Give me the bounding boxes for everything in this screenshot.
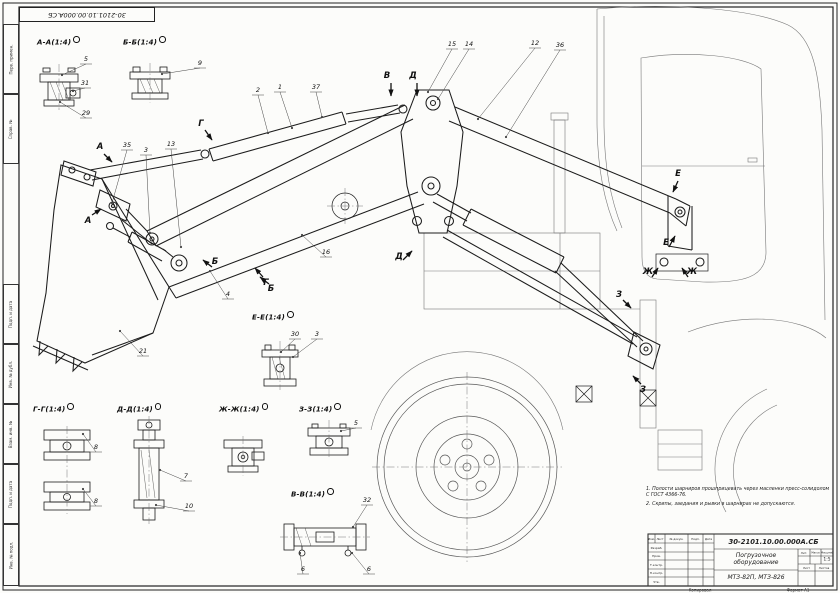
note-line: 2. Скрипы, заедания и рывки в шарнирах н…: [646, 501, 796, 507]
titleblock-col-podp: Подп.: [691, 536, 700, 541]
note-line: 1. Полости шарниров прошприцевать через …: [646, 487, 830, 499]
copied-label: Копировал: [688, 587, 712, 592]
frame-column-cell: Перв. примен.: [3, 24, 19, 94]
frame-column-cell: Подп. и дата: [3, 284, 19, 344]
titleblock-designation: 30-2101.10.00.000А.СБ: [728, 537, 819, 546]
titleblock-name: Погрузочное оборудование: [733, 552, 779, 566]
titleblock-col-data: Дата: [704, 536, 713, 541]
titleblock-scale-value: 1:5: [823, 557, 831, 563]
format-label: Формат А1: [786, 587, 810, 592]
titleblock-row-tkontr: Т.контр.: [649, 562, 664, 567]
titleblock-row-utv: Утв.: [653, 579, 660, 584]
titleblock-row-prov: Пров.: [652, 554, 661, 558]
titleblock-col-list: Лист: [656, 536, 664, 541]
titleblock-row-nkontr: Н.контр.: [649, 571, 664, 575]
frame-column-cell: Инв. № дубл.: [3, 344, 19, 404]
corner-designation-text: 30-2101.10.00.000А.СБ: [48, 10, 126, 19]
titleblock-model: МТЗ-82П, МТЗ-826: [727, 573, 785, 581]
section-views: [39, 66, 367, 557]
frame-column-cell: Подп. и дата: [3, 464, 19, 524]
frame-column-cell: Взам. инв. №: [3, 404, 19, 464]
corner-designation-box: 30-2101.10.00.000А.СБ: [19, 7, 155, 22]
titleblock-lit-label: Лит.: [800, 550, 808, 555]
generated-leaders: [58, 47, 566, 575]
titleblock-grid: [647, 533, 834, 587]
frame-column-cell: Инв. № подл.: [3, 524, 19, 586]
cut-arrows: [91, 83, 689, 385]
titleblock-sheet-label: Лист: [802, 565, 811, 570]
titleblock-sheets-label: Листов: [818, 565, 830, 570]
centerlines: [58, 63, 562, 562]
tractor-outline: [370, 6, 827, 513]
titleblock-row-razrab: Разраб.: [650, 545, 663, 550]
titleblock-col-docum: № докум.: [669, 536, 684, 541]
titleblock-col-izm: Изм.: [648, 536, 655, 541]
technical-notes: 1. Полости шарниров прошприцевать через …: [646, 487, 832, 510]
titleblock-mass-label: Масса: [811, 551, 820, 554]
frame-column-cell: Справ. №: [3, 94, 19, 164]
titleblock-scale-label: Масштаб: [820, 551, 834, 554]
loader-linework: [32, 89, 709, 407]
